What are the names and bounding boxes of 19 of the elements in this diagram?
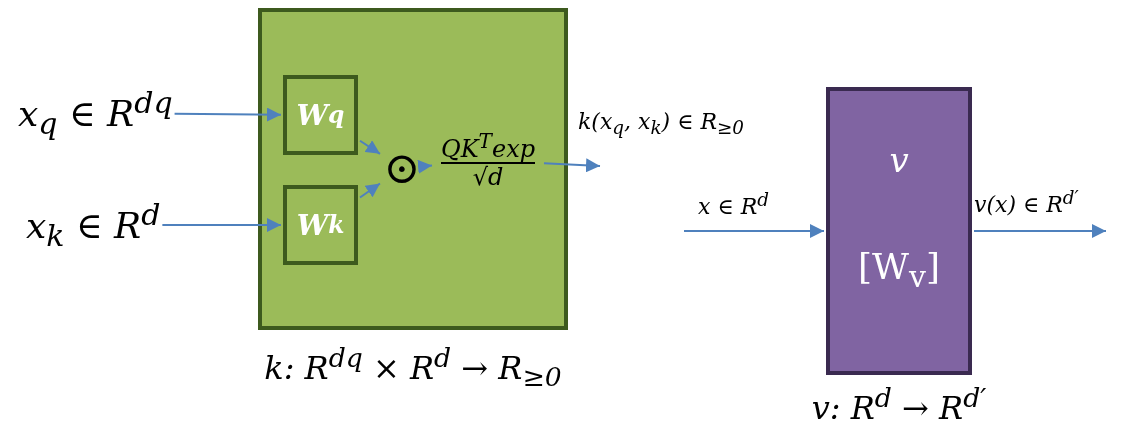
math-label: x$_{k}$ ∈ R$^{d}$ — [26, 198, 161, 253]
operator-symbol: ⊙ — [382, 144, 422, 193]
arrow — [683, 224, 825, 238]
arrow — [359, 139, 381, 155]
arrow — [161, 218, 282, 232]
arrow — [543, 158, 601, 173]
arrow — [359, 182, 381, 199]
function-caption: v: R$^{d}$ → R$^{d′}$ — [810, 383, 988, 426]
edge-label: k(x$_{q}$, x$_{k}$) ∈ R$_{≥0}$ — [578, 110, 745, 139]
math-label: v — [888, 142, 910, 180]
arrow — [973, 224, 1107, 238]
edge-label: v(x) ∈ R$^{d′}$ — [974, 188, 1079, 218]
arrow — [417, 159, 433, 174]
arrow — [173, 107, 282, 122]
math-label: x$_{q}$ ∈ R$^{dq}$ — [18, 86, 173, 141]
fraction-denominator: √d — [472, 164, 504, 191]
math-label: [W$_{v}$] — [856, 247, 941, 294]
fraction-numerator: QK$^{T}$exp — [440, 130, 536, 165]
function-caption: k: R$^{dq}$ × R$^{d}$ → R$_{≥0}$ — [263, 343, 563, 392]
